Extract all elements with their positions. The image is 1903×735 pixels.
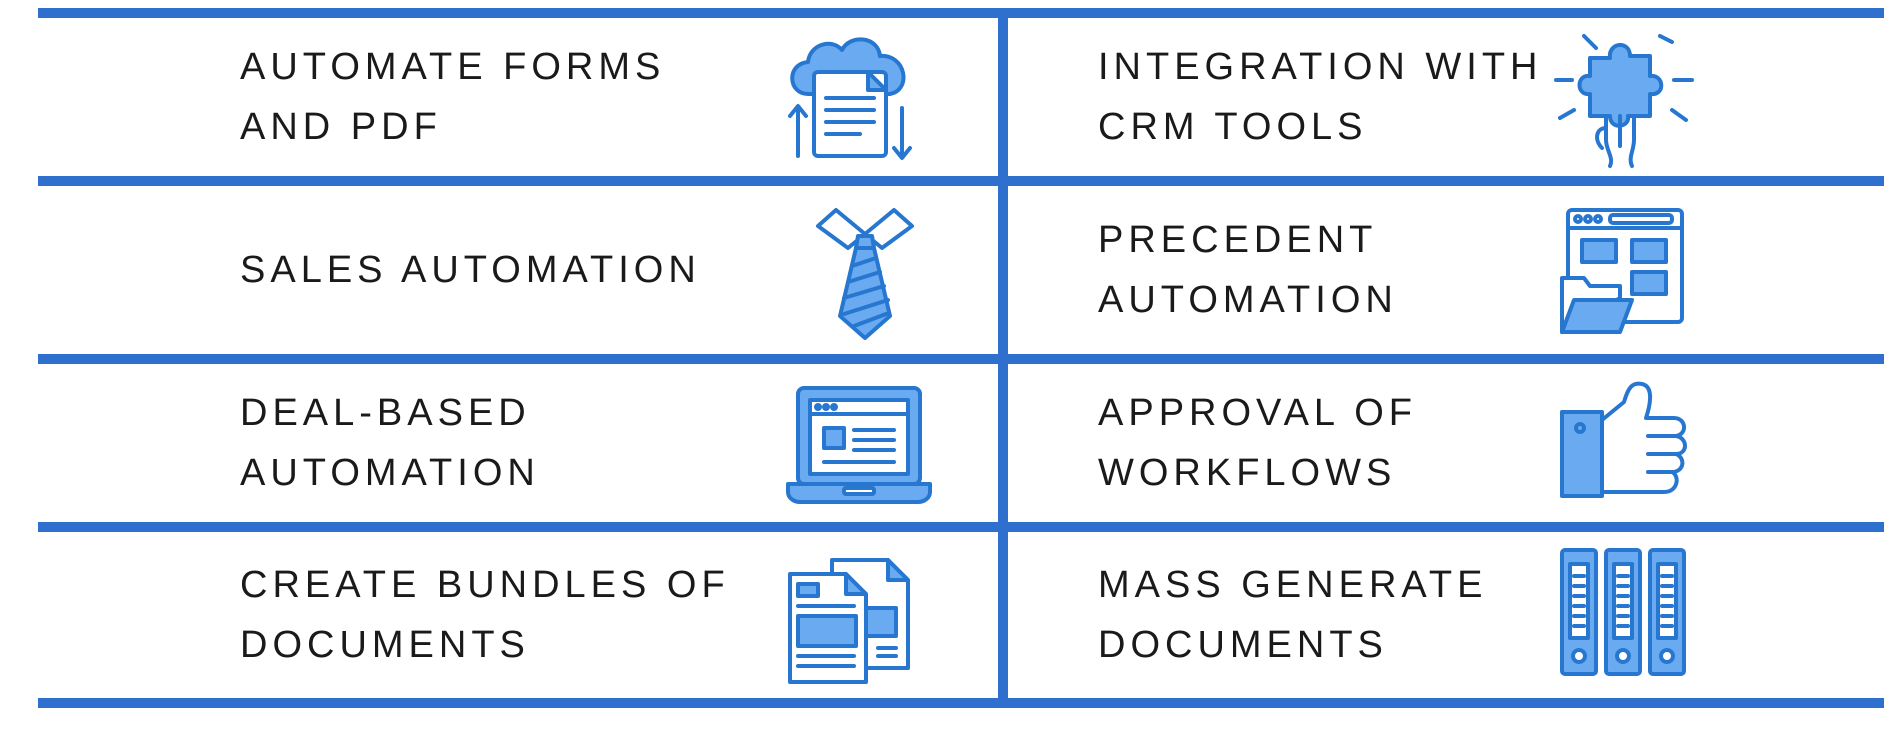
grid-line-1 <box>38 176 1884 186</box>
binders-icon <box>1558 546 1688 680</box>
puzzle-hand-icon <box>1548 28 1698 168</box>
feature-cell-automate-forms: AUTOMATE FORMS AND PDF <box>40 18 1000 176</box>
feature-cell-mass-generate: MASS GENERATE DOCUMENTS <box>1008 532 1903 698</box>
feature-label: AUTOMATE FORMS AND PDF <box>240 46 666 148</box>
feature-label: CREATE BUNDLES OF DOCUMENTS <box>240 564 730 666</box>
feature-cell-crm-integration: INTEGRATION WITH CRM TOOLS <box>1008 18 1903 176</box>
feature-label: INTEGRATION WITH CRM TOOLS <box>1098 46 1543 148</box>
feature-cell-create-bundles: CREATE BUNDLES OF DOCUMENTS <box>40 532 1000 698</box>
necktie-icon <box>810 204 920 340</box>
feature-label: DEAL-BASED AUTOMATION <box>240 392 540 494</box>
feature-cell-precedent-automation: PRECEDENT AUTOMATION <box>1008 186 1903 354</box>
feature-label: MASS GENERATE DOCUMENTS <box>1098 564 1488 666</box>
feature-label: PRECEDENT AUTOMATION <box>1098 219 1398 321</box>
feature-cell-deal-based-automation: DEAL-BASED AUTOMATION <box>40 364 1000 522</box>
grid-line-top <box>38 8 1884 18</box>
feature-label: APPROVAL OF WORKFLOWS <box>1098 392 1417 494</box>
feature-cell-workflow-approval: APPROVAL OF WORKFLOWS <box>1008 364 1903 522</box>
grid-line-bottom <box>38 698 1884 708</box>
thumbs-up-icon <box>1558 378 1694 502</box>
feature-label: SALES AUTOMATION <box>240 249 701 291</box>
laptop-icon <box>784 384 934 508</box>
document-stack-icon <box>784 556 914 686</box>
grid-line-2 <box>38 354 1884 364</box>
feature-cell-sales-automation: SALES AUTOMATION <box>40 186 1000 354</box>
grid-line-3 <box>38 522 1884 532</box>
browser-folder-icon <box>1558 206 1688 336</box>
grid-line-vertical <box>998 10 1008 706</box>
cloud-document-sync-icon <box>780 32 920 162</box>
